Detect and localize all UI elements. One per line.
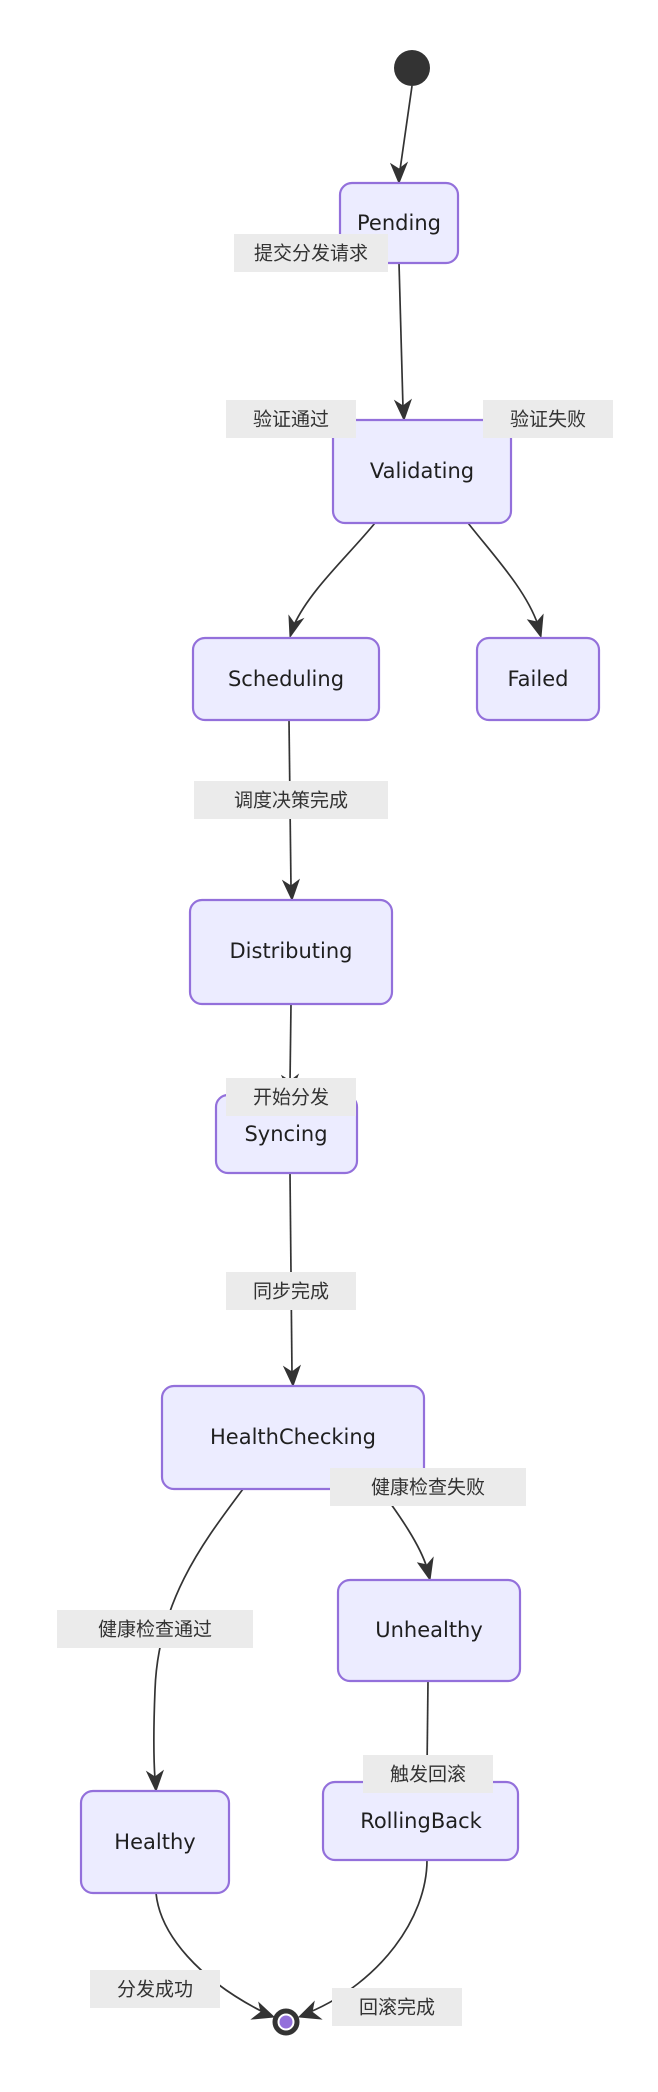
edge-path (398, 262, 404, 409)
edge-start-to-pending (389, 85, 413, 185)
edge-label-text: 验证通过 (253, 409, 329, 431)
state-node-shape[interactable] (188, 898, 394, 1006)
state-node-distributing[interactable]: Distributing (188, 898, 394, 1006)
state-node-healthchecking[interactable]: HealthChecking (160, 1384, 426, 1491)
edge-label-background (234, 234, 388, 272)
state-node-label: Healthy (114, 1830, 195, 1854)
edge-label-background (226, 400, 356, 438)
edge-label-validating-failed: 验证失败 (483, 400, 613, 438)
state-node-label: Distributing (230, 939, 353, 963)
arrowhead-icon (526, 613, 544, 639)
edge-label-background (363, 1755, 493, 1793)
edge-path (155, 1892, 264, 2013)
edge-path (152, 1488, 244, 1780)
end-dot-icon (279, 2015, 293, 2029)
edges-layer (145, 85, 544, 2020)
state-node-shape[interactable] (79, 1789, 231, 1895)
edge-validating-to-scheduling (288, 522, 376, 639)
edge-label-unhealthy-rollingback: 触发回滚 (363, 1755, 493, 1793)
edge-label-validating-scheduling: 验证通过 (226, 400, 356, 438)
arrowhead-icon (297, 2000, 323, 2020)
arrowhead-icon (288, 614, 305, 639)
arrowhead-icon (416, 1556, 434, 1582)
edge-label-distributing-syncing: 开始分发 (226, 1078, 356, 1116)
state-node-label: HealthChecking (210, 1425, 376, 1449)
state-node-scheduling[interactable]: Scheduling (191, 636, 381, 722)
state-node-label: Failed (508, 667, 569, 691)
edge-label-background (194, 781, 388, 819)
state-node-unhealthy[interactable]: Unhealthy (336, 1578, 522, 1683)
end-state-marker (272, 2008, 300, 2036)
state-node-label: Scheduling (228, 667, 344, 691)
edge-healthchecking-to-healthy (145, 1488, 244, 1793)
edge-label-text: 回滚完成 (359, 1997, 435, 2019)
edge-label-rollingback-end: 回滚完成 (332, 1988, 462, 2026)
states-layer: Pending Validating Scheduling Failed Dis… (79, 181, 601, 1895)
state-node-rollingback[interactable]: RollingBack (321, 1780, 520, 1862)
edge-label-background (330, 1468, 526, 1506)
state-node-failed[interactable]: Failed (475, 636, 601, 722)
edge-label-background (57, 1610, 253, 1648)
state-node-label: RollingBack (360, 1809, 482, 1833)
state-node-validating[interactable]: Validating (331, 418, 513, 525)
state-node-shape[interactable] (160, 1384, 426, 1491)
arrowhead-icon (389, 161, 409, 185)
arrowhead-icon (393, 398, 413, 422)
edge-path (467, 522, 539, 626)
edge-label-healthchecking-unhealthy: 健康检查失败 (330, 1468, 526, 1506)
edge-label-text: 触发回滚 (390, 1764, 466, 1786)
arrowhead-icon (281, 878, 301, 902)
edge-label-text: 提交分发请求 (254, 243, 368, 265)
edge-label-text: 验证失败 (510, 409, 586, 431)
edge-label-text: 开始分发 (253, 1087, 329, 1109)
edge-label-background (226, 1078, 356, 1116)
arrowhead-icon (250, 2001, 276, 2020)
edge-label-background (90, 1970, 220, 2008)
edge-label-background (226, 1272, 356, 1310)
state-node-shape[interactable] (331, 418, 513, 525)
edge-validating-to-failed (467, 522, 544, 639)
edge-label-scheduling-distributing: 调度决策完成 (194, 781, 388, 819)
edge-label-text: 健康检查失败 (371, 1477, 485, 1499)
arrowhead-icon (145, 1769, 165, 1793)
state-node-label: Unhealthy (375, 1618, 483, 1642)
state-node-shape[interactable] (475, 636, 601, 722)
edge-path (293, 522, 376, 626)
edge-label-background (332, 1988, 462, 2026)
start-state-marker (394, 50, 430, 86)
edge-label-text: 同步完成 (253, 1281, 329, 1303)
state-node-label: Syncing (244, 1122, 327, 1146)
edge-label-text: 调度决策完成 (234, 790, 348, 812)
state-node-label: Validating (370, 459, 474, 483)
edge-label-syncing-healthchecking: 同步完成 (226, 1272, 356, 1310)
start-dot-icon (394, 50, 430, 86)
edge-pending-to-validating (393, 262, 413, 422)
arrowhead-icon (282, 1364, 302, 1388)
state-node-healthy[interactable]: Healthy (79, 1789, 231, 1895)
edge-label-text: 健康检查通过 (98, 1619, 212, 1641)
edge-labels-layer: 提交分发请求 验证通过 验证失败 调度决策完成 开始分发 同步完成 (57, 234, 613, 2026)
edge-label-background (483, 400, 613, 438)
edge-label-pending-validating: 提交分发请求 (234, 234, 388, 272)
edge-path (289, 1003, 292, 1084)
edge-path (399, 85, 413, 171)
edge-healthy-to-end (155, 1892, 276, 2020)
state-node-shape[interactable] (336, 1578, 522, 1683)
edge-label-text: 分发成功 (117, 1979, 193, 2001)
state-node-label: Pending (357, 211, 441, 235)
edge-label-healthchecking-healthy: 健康检查通过 (57, 1610, 253, 1648)
edge-label-healthy-end: 分发成功 (90, 1970, 220, 2008)
state-node-shape[interactable] (191, 636, 381, 722)
